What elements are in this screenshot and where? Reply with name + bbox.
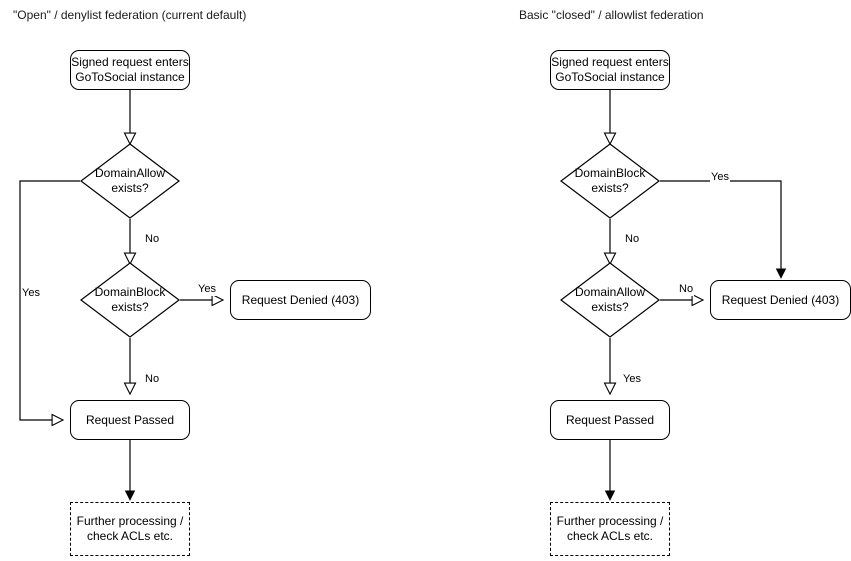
node-start-left: Signed request enters GoToSocial instanc… — [70, 50, 190, 90]
node-request-denied-left-label: Request Denied (403) — [241, 292, 360, 307]
node-decision-domainallow-right: DomainAllow exists? — [560, 262, 660, 338]
edge-label-domainblock-yes-right: Yes — [710, 171, 730, 184]
diamond-shape — [80, 262, 180, 338]
edge-label-domainblock-yes-left: Yes — [197, 283, 217, 296]
node-further-processing-left-label: Further processing / check ACLs etc. — [76, 514, 184, 543]
edge-label-domainblock-no-left: No — [144, 373, 161, 386]
node-decision-domainblock-right-label: DomainBlock exists? — [574, 166, 646, 195]
node-request-denied-right-label: Request Denied (403) — [721, 292, 840, 307]
edge-label-domainallow-no-left: No — [144, 233, 161, 246]
node-start-right-label: Signed request enters GoToSocial instanc… — [551, 55, 669, 84]
node-request-passed-left-label: Request Passed — [85, 412, 175, 427]
edge-label-domainallow-no-right: No — [678, 283, 695, 296]
node-decision-domainblock-left-label: DomainBlock exists? — [94, 285, 166, 314]
diamond-shape — [80, 143, 180, 219]
edge-label-domainallow-yes-right: Yes — [622, 373, 642, 386]
node-decision-domainallow-right-label: DomainAllow exists? — [574, 285, 646, 314]
node-start-right: Signed request enters GoToSocial instanc… — [550, 50, 670, 90]
node-decision-domainallow-left-label: DomainAllow exists? — [94, 166, 166, 195]
node-request-passed-right-label: Request Passed — [565, 412, 655, 427]
node-request-passed-right: Request Passed — [550, 400, 670, 440]
node-request-denied-right: Request Denied (403) — [710, 280, 851, 320]
edge-label-domainallow-yes-left: Yes — [21, 287, 41, 300]
node-start-left-label: Signed request enters GoToSocial instanc… — [71, 55, 189, 84]
node-decision-domainallow-left: DomainAllow exists? — [80, 143, 180, 219]
diamond-shape — [560, 262, 660, 338]
diagram-title-closed-allowlist: Basic "closed" / allowlist federation — [519, 8, 704, 22]
edge-domainblock-yes-right — [660, 180, 781, 277]
node-request-denied-left: Request Denied (403) — [230, 280, 371, 320]
diagram-title-open-denylist: "Open" / denylist federation (current de… — [13, 8, 247, 22]
node-decision-domainblock-left: DomainBlock exists? — [80, 262, 180, 338]
node-further-processing-right: Further processing / check ACLs etc. — [550, 502, 670, 556]
node-further-processing-left: Further processing / check ACLs etc. — [70, 502, 190, 556]
node-further-processing-right-label: Further processing / check ACLs etc. — [556, 514, 664, 543]
node-request-passed-left: Request Passed — [70, 400, 190, 440]
node-decision-domainblock-right: DomainBlock exists? — [560, 143, 660, 219]
edge-domainallow-yes — [19, 180, 80, 420]
edge-label-domainblock-no-right: No — [624, 233, 641, 246]
diamond-shape — [560, 143, 660, 219]
